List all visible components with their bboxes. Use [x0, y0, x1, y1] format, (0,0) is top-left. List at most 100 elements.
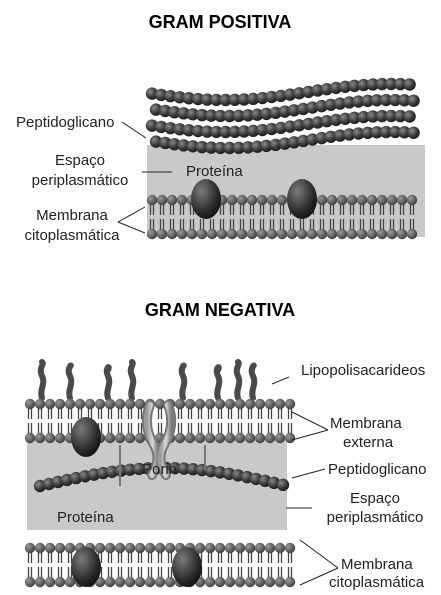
leader-line — [292, 412, 328, 430]
lipid-head — [285, 399, 295, 409]
lipid-head — [205, 433, 215, 443]
leader-line — [272, 377, 289, 384]
lipid-head — [255, 399, 265, 409]
lipid-head — [275, 577, 285, 587]
lipid-head — [317, 195, 327, 205]
lps-chain — [182, 365, 185, 398]
peptidoglycan-bead — [403, 110, 415, 122]
lipid-head — [367, 229, 377, 239]
membrane-protein — [191, 179, 221, 219]
lipid-head — [277, 229, 287, 239]
lipid-head — [407, 195, 417, 205]
lipid-head — [327, 229, 337, 239]
leader-line — [122, 122, 146, 138]
lipid-head — [175, 399, 185, 409]
lipid-head — [357, 195, 367, 205]
lipid-head — [377, 195, 387, 205]
lipid-head — [317, 229, 327, 239]
membrane-protein — [172, 547, 202, 587]
lipid-head — [165, 543, 175, 553]
lipid-head — [285, 543, 295, 553]
lipid-head — [207, 229, 217, 239]
lipid-head — [275, 543, 285, 553]
lipid-head — [215, 543, 225, 553]
lipid-head — [25, 433, 35, 443]
lipid-head — [357, 229, 367, 239]
lipid-head — [185, 399, 195, 409]
lipid-head — [387, 229, 397, 239]
lipid-head — [167, 195, 177, 205]
lipid-head — [95, 543, 105, 553]
lipid-head — [227, 229, 237, 239]
lipid-head — [255, 577, 265, 587]
label-protein-positive: Proteína — [186, 163, 243, 180]
lipid-head — [25, 577, 35, 587]
lipid-head — [85, 399, 95, 409]
lipid-head — [255, 433, 265, 443]
lipid-head — [397, 195, 407, 205]
lps-chain — [237, 362, 240, 398]
lipid-head — [95, 399, 105, 409]
lipid-head — [205, 399, 215, 409]
lipid-head — [327, 195, 337, 205]
lps-chain — [217, 367, 220, 398]
lipid-head — [265, 577, 275, 587]
lipid-head — [125, 577, 135, 587]
leader-line — [292, 430, 328, 440]
lipid-head — [125, 433, 135, 443]
lipid-head — [45, 433, 55, 443]
lipid-head — [367, 195, 377, 205]
label-periplasm-positive-1: Espaço — [55, 152, 105, 169]
lipid-head — [225, 433, 235, 443]
lipid-head — [287, 229, 297, 239]
lipid-head — [297, 229, 307, 239]
lps-chain — [41, 362, 44, 398]
lipid-head — [195, 399, 205, 409]
lipid-head — [235, 433, 245, 443]
lipid-head — [237, 195, 247, 205]
lipid-head — [45, 577, 55, 587]
lipid-head — [25, 543, 35, 553]
lipid-head — [275, 399, 285, 409]
peptidoglycan-bead — [403, 78, 415, 90]
lipid-head — [205, 543, 215, 553]
lipid-head — [155, 543, 165, 553]
lipid-head — [35, 433, 45, 443]
lipid-head — [25, 399, 35, 409]
lipid-head — [285, 577, 295, 587]
label-membrane-negative-1: Membrana — [341, 556, 413, 573]
leader-line — [300, 540, 338, 568]
lps-chain — [107, 367, 110, 398]
lipid-head — [147, 229, 157, 239]
lipid-head — [215, 399, 225, 409]
lipid-head — [187, 229, 197, 239]
lipid-head — [347, 229, 357, 239]
membrane-protein — [71, 547, 101, 587]
lipid-head — [337, 229, 347, 239]
lipid-head — [175, 433, 185, 443]
lipid-head — [235, 399, 245, 409]
label-peptidoglycan-positive: Peptidoglicano — [16, 114, 114, 131]
lipid-head — [145, 577, 155, 587]
lipid-head — [245, 399, 255, 409]
lipid-head — [55, 543, 65, 553]
label-protein-negative: Proteína — [57, 509, 114, 526]
label-membrane-positive-1: Membrana — [36, 207, 108, 224]
lipid-head — [125, 399, 135, 409]
lipid-head — [115, 543, 125, 553]
leader-line — [292, 469, 325, 478]
lipid-head — [205, 577, 215, 587]
lipid-head — [115, 577, 125, 587]
lipid-head — [157, 229, 167, 239]
lipid-head — [265, 433, 275, 443]
lipid-head — [147, 195, 157, 205]
lipid-head — [267, 229, 277, 239]
lps-chain — [252, 365, 255, 398]
cytoplasmic-membrane-negative — [25, 543, 295, 587]
lipid-head — [115, 399, 125, 409]
lipid-head — [105, 433, 115, 443]
lipid-head — [35, 543, 45, 553]
peptidoglycan-layers-positive — [146, 78, 420, 154]
peptidoglycan-bead — [277, 479, 289, 491]
